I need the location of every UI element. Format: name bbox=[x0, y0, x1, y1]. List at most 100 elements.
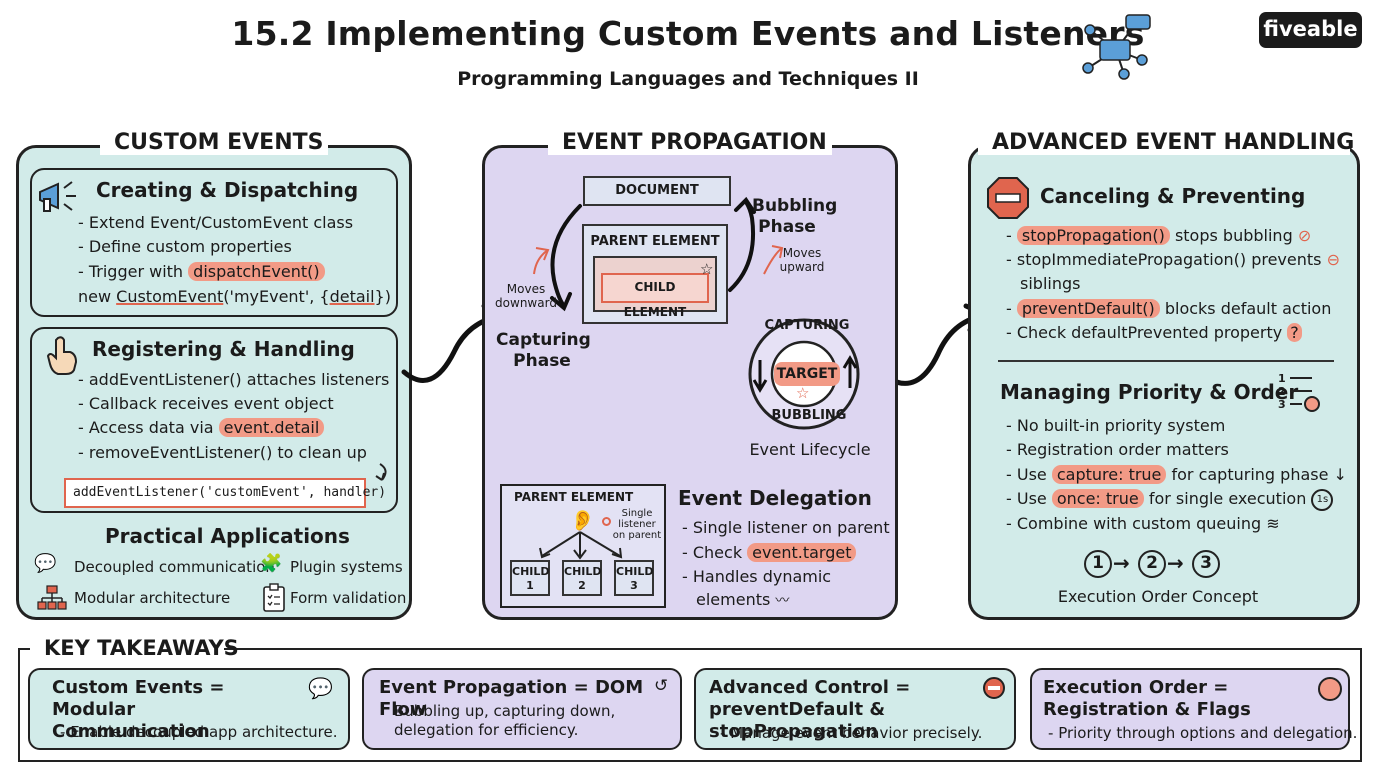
prevent-default-code: preventDefault() bbox=[1016, 299, 1160, 318]
registering-item: Access data via event.detail bbox=[78, 416, 325, 440]
takeaway-card: Advanced Control = preventDefault & stop… bbox=[694, 668, 1016, 750]
takeaway-desc: Manage event behavior precisely. bbox=[720, 724, 982, 743]
divider bbox=[998, 360, 1334, 362]
page-title: 15.2 Implementing Custom Events and List… bbox=[231, 14, 1145, 53]
canceling-item: stopPropagation() stops bubbling ⊘ bbox=[1006, 224, 1311, 248]
clipboard-icon bbox=[263, 583, 285, 612]
timer-icon: 1s bbox=[1311, 488, 1334, 511]
priority-heading: Managing Priority & Order bbox=[1000, 380, 1299, 404]
no-entry-icon: ⊘ bbox=[1297, 226, 1312, 245]
priority-item: No built-in priority system bbox=[1006, 414, 1225, 438]
flow-icon: ↺ bbox=[654, 676, 669, 696]
advanced-title: ADVANCED EVENT HANDLING bbox=[978, 130, 1354, 155]
clock-icon bbox=[1304, 396, 1320, 412]
canceling-item: preventDefault() blocks default action bbox=[1006, 297, 1331, 321]
registering-heading: Registering & Handling bbox=[92, 337, 355, 361]
capturing-phase-label: Capturing Phase bbox=[496, 330, 591, 371]
no-entry-icon bbox=[983, 677, 1005, 699]
takeaway-desc: Enable decoupled app architecture. bbox=[60, 723, 337, 742]
pointer-hand-icon bbox=[46, 336, 78, 375]
chat-bubbles-icon: 💬 bbox=[308, 676, 333, 700]
layers-icon: ≋ bbox=[1266, 514, 1280, 533]
order-arrow: → bbox=[1167, 551, 1184, 575]
capture-true-code: capture: true bbox=[1051, 465, 1167, 484]
order-step: 1 bbox=[1084, 550, 1112, 578]
registering-box bbox=[30, 327, 398, 513]
takeaway-heading: Event Propagation = DOM Flow bbox=[379, 677, 644, 720]
delegation-item: Handles dynamic bbox=[682, 565, 831, 589]
canceling-item: stopImmediatePropagation() prevents ⊖ bbox=[1006, 248, 1340, 272]
lifecycle-target: TARGET bbox=[774, 362, 840, 386]
moves-downward-label: Moves downward bbox=[495, 282, 557, 310]
waves-icon: 〰 bbox=[775, 593, 790, 609]
delegation-item: Single listener on parent bbox=[682, 516, 890, 540]
listener-dot bbox=[602, 517, 611, 526]
bubbling-phase-label: Bubbling Phase bbox=[752, 196, 838, 237]
registering-item: removeEventListener() to clean up bbox=[78, 441, 367, 465]
minus-circle-icon: ⊖ bbox=[1326, 250, 1340, 269]
delegation-note: Single listener on parent bbox=[612, 508, 662, 541]
stop-propagation-code: stopPropagation() bbox=[1016, 226, 1170, 245]
key-takeaways-title: KEY TAKEAWAYS bbox=[30, 636, 239, 660]
page-subtitle: Programming Languages and Techniques II bbox=[457, 68, 919, 90]
order-arrow: → bbox=[1113, 551, 1130, 575]
order-step: 3 bbox=[1192, 550, 1220, 578]
takeaway-card: Custom Events = Modular Communication 💬 … bbox=[28, 668, 350, 750]
priority-item: Combine with custom queuing ≋ bbox=[1006, 512, 1280, 536]
moves-upward-label: Moves upward bbox=[779, 246, 825, 274]
creating-item: Define custom properties bbox=[78, 235, 292, 259]
custom-event-constructor: new CustomEvent('myEvent', {detail}) bbox=[78, 287, 391, 306]
execution-order-caption: Execution Order Concept bbox=[1057, 587, 1259, 606]
event-target-code: event.target bbox=[747, 543, 857, 562]
capturing-arrow bbox=[533, 204, 582, 312]
star-icon: ☆ bbox=[700, 260, 714, 278]
network-icon bbox=[1082, 14, 1151, 80]
lifecycle-bubbling: BUBBLING bbox=[771, 408, 847, 423]
takeaway-card: Event Propagation = DOM Flow ↺ Bubbling … bbox=[362, 668, 682, 750]
megaphone-icon bbox=[39, 181, 76, 212]
delegation-item-cont: elements 〰 bbox=[696, 590, 790, 609]
practical-heading: Practical Applications bbox=[105, 524, 350, 548]
registering-item: addEventListener() attaches listeners bbox=[78, 368, 390, 392]
lifecycle-capturing: CAPTURING bbox=[764, 318, 850, 333]
key-takeaways-frame bbox=[18, 648, 1362, 762]
no-entry-icon bbox=[987, 177, 1029, 219]
practical-item: Form validation bbox=[290, 589, 407, 607]
delegation-child: CHILD 2 bbox=[562, 560, 602, 596]
takeaway-heading: Execution Order = Registration & Flags bbox=[1043, 677, 1251, 720]
priority-item: Use once: true for single execution 1s bbox=[1006, 487, 1334, 511]
add-listener-code: addEventListener('customEvent', handler) bbox=[64, 478, 386, 508]
event-lifecycle-label: Event Lifecycle bbox=[749, 440, 871, 459]
priority-item: Registration order matters bbox=[1006, 438, 1229, 462]
star-icon: ☆ bbox=[796, 384, 810, 402]
question-icon: ? bbox=[1287, 323, 1302, 342]
creating-heading: Creating & Dispatching bbox=[96, 178, 359, 202]
chat-bubbles-icon: 💬 bbox=[34, 553, 57, 574]
creating-box bbox=[30, 168, 398, 317]
once-true-code: once: true bbox=[1051, 489, 1144, 508]
dispatch-event-code: dispatchEvent() bbox=[188, 262, 325, 281]
creating-item: Extend Event/CustomEvent class bbox=[78, 211, 353, 235]
document-box: DOCUMENT bbox=[583, 176, 731, 206]
event-propagation-title: EVENT PROPAGATION bbox=[548, 130, 832, 155]
order-step: 2 bbox=[1138, 550, 1166, 578]
arrow-down-icon: ↓ bbox=[1333, 465, 1347, 484]
canceling-item: Check defaultPrevented property ? bbox=[1006, 321, 1302, 345]
puzzle-icon: 🧩 bbox=[260, 553, 283, 574]
takeaway-desc-line: Bubbling up, capturing down, delegation … bbox=[394, 702, 615, 739]
creating-item: Trigger with dispatchEvent() bbox=[78, 260, 325, 284]
bubbling-arrow bbox=[728, 196, 784, 292]
clock-icon bbox=[1318, 677, 1342, 701]
delegation-item: Check event.target bbox=[682, 541, 857, 565]
practical-item: Plugin systems bbox=[290, 558, 403, 576]
delegation-arrows bbox=[539, 531, 623, 560]
event-delegation-heading: Event Delegation bbox=[678, 486, 872, 510]
canceling-heading: Canceling & Preventing bbox=[1040, 184, 1306, 208]
practical-item: Decoupled communication bbox=[74, 558, 275, 576]
ear-icon: 👂 bbox=[570, 508, 595, 532]
canceling-item-cont: siblings bbox=[1020, 274, 1081, 293]
child-element-box: CHILD ELEMENT bbox=[601, 273, 709, 319]
delegation-child: CHILD 1 bbox=[510, 560, 550, 596]
registering-item: Callback receives event object bbox=[78, 392, 334, 416]
